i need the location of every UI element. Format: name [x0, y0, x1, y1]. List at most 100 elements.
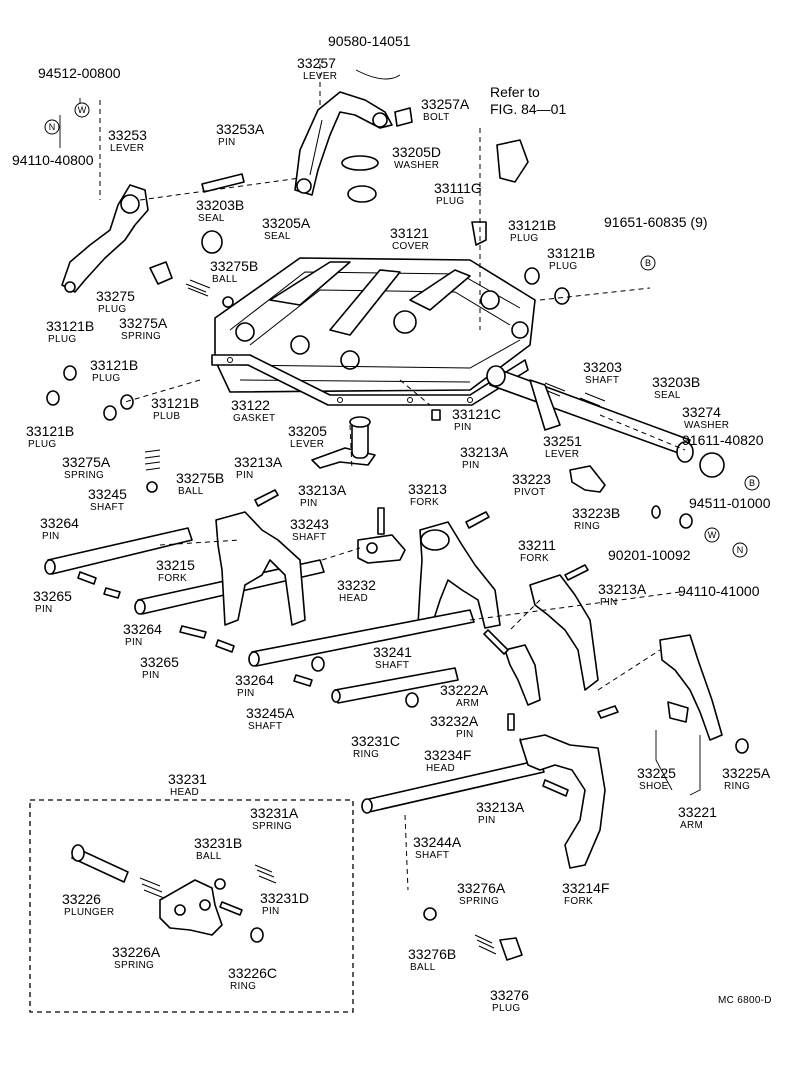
- label-33275A-left-desc: SPRING: [64, 470, 104, 481]
- label-33121B-c: 33121B: [46, 318, 94, 334]
- label-33257A-desc: BOLT: [423, 112, 450, 123]
- label-33276-desc: PLUG: [492, 1003, 520, 1014]
- label-33225A: 33225A: [722, 765, 771, 781]
- label-33203B-top-desc: SEAL: [198, 213, 225, 224]
- label-33203: 33203: [583, 359, 622, 375]
- label-33264-b: 33264: [123, 621, 162, 637]
- label-33226-desc: PLUNGER: [64, 907, 114, 918]
- nut-symbol-2: N: [732, 542, 748, 558]
- label-33121B-d-desc: PLUG: [92, 373, 120, 384]
- label-33264-a-desc: PIN: [42, 531, 60, 542]
- label-33265-a-desc: PIN: [35, 604, 53, 615]
- leader-lines: [59, 58, 701, 891]
- label-33205A-desc: SEAL: [264, 231, 291, 242]
- label-33253A-desc: PIN: [218, 137, 236, 148]
- label-33264-c-desc: PIN: [237, 688, 255, 699]
- label-33257: 33257: [297, 55, 336, 71]
- label-91611-40820: 91611-40820: [682, 432, 764, 448]
- label-33214F: 33214F: [562, 880, 609, 896]
- label-33245A-desc: SHAFT: [248, 721, 282, 732]
- label-33275A-left: 33275A: [62, 454, 111, 470]
- label-33111G: 33111G: [434, 180, 482, 196]
- label-33213A-e: 33213A: [476, 799, 525, 815]
- label-33121B-b: 33121B: [547, 245, 595, 261]
- label-33251-desc: LEVER: [545, 449, 579, 460]
- label-94110-41000: 94110-41000: [678, 583, 760, 599]
- label-33213A-a-desc: PIN: [236, 470, 254, 481]
- shaft-33244A: [361, 759, 545, 814]
- label-33232-desc: HEAD: [339, 593, 368, 604]
- label-33205: 33205: [288, 423, 327, 439]
- label-33121: 33121: [390, 225, 429, 241]
- label-33203-desc: SHAFT: [585, 375, 619, 386]
- label-33275B-desc: BALL: [212, 274, 238, 285]
- label-33231B: 33231B: [194, 835, 242, 851]
- label-33234F: 33234F: [424, 747, 471, 763]
- label-33226C: 33226C: [228, 965, 277, 981]
- label-33231C: 33231C: [351, 733, 400, 749]
- label-33121B-e-desc: PLUB: [153, 411, 180, 422]
- cover-33121: [214, 257, 536, 393]
- label-33276: 33276: [490, 987, 529, 1003]
- nut-symbol-1: N: [44, 119, 60, 135]
- refer-text: Refer to: [490, 84, 540, 100]
- label-33122: 33122: [231, 397, 270, 413]
- fork-33214F: [519, 734, 606, 869]
- svg-text:N: N: [737, 545, 744, 555]
- label-33253A: 33253A: [216, 121, 265, 137]
- svg-text:N: N: [49, 122, 56, 132]
- label-33203B-top: 33203B: [196, 197, 244, 213]
- lever-33253: [61, 184, 149, 293]
- label-33213A-c-desc: PIN: [300, 498, 318, 509]
- label-33221-desc: ARM: [680, 820, 703, 831]
- label-33121B-a-desc: PLUG: [510, 233, 538, 244]
- label-33121B-d: 33121B: [90, 357, 138, 373]
- label-33232A-desc: PIN: [456, 729, 474, 740]
- label-33231C-desc: RING: [353, 749, 379, 760]
- label-33122-desc: GASKET: [233, 413, 275, 424]
- label-33213A-e-desc: PIN: [478, 815, 496, 826]
- label-33121C-desc: PIN: [454, 422, 472, 433]
- arm-33221: [659, 634, 723, 741]
- label-33265-b-desc: PIN: [142, 670, 160, 681]
- label-33253-desc: LEVER: [110, 143, 144, 154]
- bolt-symbol-2: B: [744, 475, 760, 491]
- label-33213: 33213: [408, 481, 447, 497]
- label-33274: 33274: [682, 404, 721, 420]
- label-33121B-b-desc: PLUG: [549, 261, 577, 272]
- label-33226A-desc: SPRING: [114, 960, 154, 971]
- label-33231A: 33231A: [250, 805, 299, 821]
- label-33121B-f-desc: PLUG: [28, 439, 56, 450]
- label-33205D: 33205D: [392, 144, 441, 160]
- label-33275B: 33275B: [210, 258, 258, 274]
- label-33275A-desc: SPRING: [121, 331, 161, 342]
- label-33243: 33243: [290, 516, 329, 532]
- label-33244A-desc: SHAFT: [415, 850, 449, 861]
- label-33213A-d-desc: PIN: [600, 597, 618, 608]
- label-33225A-desc: RING: [724, 781, 750, 792]
- label-33265-b: 33265: [140, 654, 179, 670]
- label-33215-desc: FORK: [158, 573, 187, 584]
- label-33215: 33215: [156, 557, 195, 573]
- label-33231A-desc: SPRING: [252, 821, 292, 832]
- label-33226: 33226: [62, 891, 101, 907]
- label-90580-14051: 90580-14051: [328, 33, 411, 49]
- label-33264-a: 33264: [40, 515, 79, 531]
- label-33232A: 33232A: [430, 713, 479, 729]
- shaft-33245A: [331, 667, 459, 704]
- footer-code: MC 6800-D: [718, 995, 772, 1006]
- label-33231D: 33231D: [260, 890, 309, 906]
- label-33276A-desc: SPRING: [459, 896, 499, 907]
- shaft-33241: [248, 609, 475, 667]
- label-33214F-desc: FORK: [564, 896, 593, 907]
- label-33111G-desc: PLUG: [436, 196, 464, 207]
- label-33275B-left-desc: BALL: [178, 486, 204, 497]
- washer-symbol-2: W: [704, 527, 720, 543]
- label-33274-desc: WASHER: [684, 420, 729, 431]
- label-33251: 33251: [543, 433, 582, 449]
- label-33275-desc: PLUG: [98, 304, 126, 315]
- label-33223: 33223: [512, 471, 551, 487]
- label-33223B-desc: RING: [574, 521, 600, 532]
- label-33275: 33275: [96, 288, 135, 304]
- label-33264-c: 33264: [235, 672, 274, 688]
